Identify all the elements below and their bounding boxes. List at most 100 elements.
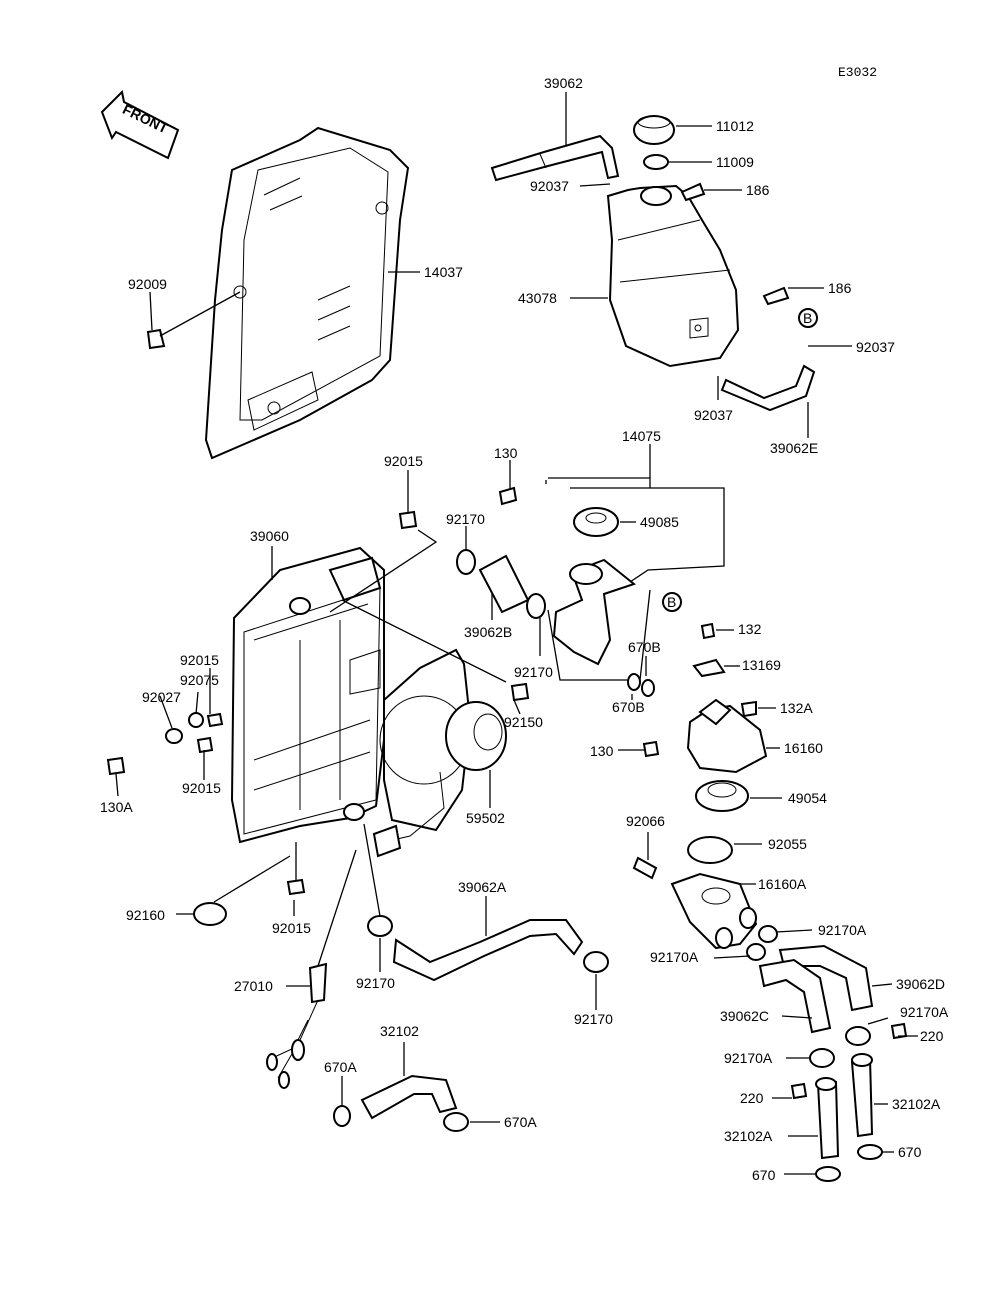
part-label-39062: 39062: [544, 75, 583, 91]
part-label-130: 130: [590, 743, 614, 759]
callout-b-mid-symbol: B: [667, 594, 676, 610]
part-label-49085: 49085: [640, 514, 679, 530]
pipe-32102a-left: [815, 1077, 840, 1160]
leader-lines: [115, 92, 918, 1175]
oring-670a-left: [333, 1105, 351, 1127]
part-label-92170: 92170: [574, 1011, 613, 1027]
pipe-32102a-right: [850, 1053, 874, 1138]
cooling-fan-motor: [372, 648, 507, 858]
part-label-670a: 670A: [324, 1059, 357, 1075]
part-label-92160: 92160: [126, 907, 165, 923]
clamp-92170-mid: [526, 593, 546, 619]
part-label-220: 220: [740, 1090, 764, 1106]
callout-b-top-symbol: B: [803, 310, 812, 326]
part-label-92170a: 92170A: [818, 922, 867, 938]
radiator-shroud: [204, 126, 410, 460]
part-label-92150: 92150: [504, 714, 543, 730]
filler-cap-49085: [573, 507, 619, 537]
fan-switch-27010: [266, 962, 328, 1089]
oring-670-left: [815, 1166, 841, 1182]
part-label-670a: 670A: [504, 1114, 537, 1130]
clamps-92170a-upper: [746, 925, 778, 961]
pipe-32102: [360, 1074, 458, 1120]
hose-39062: [490, 134, 620, 182]
cap-seal: [643, 154, 669, 170]
thermostat-housing-16160a: [670, 872, 758, 950]
part-label-39062a: 39062A: [458, 879, 507, 895]
callout-b-mid: B: [662, 592, 682, 612]
bracket-13169: [692, 658, 726, 678]
reservoir-cap: [633, 115, 675, 145]
clamp-92170a-lower-left: [809, 1048, 835, 1068]
part-label-32102a: 32102A: [724, 1128, 773, 1144]
oring-670b: [627, 673, 655, 697]
reservoir-tank: [606, 184, 740, 368]
part-label-132a: 132A: [780, 700, 813, 716]
part-label-92015: 92015: [180, 652, 219, 668]
part-label-92075: 92075: [180, 672, 219, 688]
part-label-13169: 13169: [742, 657, 781, 673]
temperature-sensor-92066: [632, 856, 658, 880]
part-label-92015: 92015: [272, 920, 311, 936]
screw-92009: [146, 328, 166, 350]
part-label-92027: 92027: [142, 689, 181, 705]
part-label-130a: 130A: [100, 799, 133, 815]
filler-neck: [552, 558, 637, 666]
bolt-186-side: [762, 286, 790, 306]
oring-92055: [687, 836, 733, 864]
hose-39062c: [758, 958, 832, 1034]
part-label-92037: 92037: [530, 178, 569, 194]
clamp-92170-top: [456, 549, 476, 575]
callout-b-top: B: [798, 308, 818, 328]
part-label-92009: 92009: [128, 276, 167, 292]
part-label-92170a: 92170A: [900, 1004, 949, 1020]
part-label-16160a: 16160A: [758, 876, 807, 892]
front-arrow-icon: FRONT: [100, 89, 180, 160]
part-label-92170: 92170: [514, 664, 553, 680]
part-label-92170: 92170: [356, 975, 395, 991]
hose-39062a: [392, 919, 584, 982]
part-label-14075: 14075: [622, 428, 661, 444]
part-label-92037: 92037: [856, 339, 895, 355]
part-label-670b: 670B: [628, 639, 661, 655]
clamp-92170-left: [367, 915, 393, 937]
part-label-670: 670: [752, 1167, 776, 1183]
radiator-core: [230, 546, 385, 844]
part-label-32102: 32102: [380, 1023, 419, 1039]
part-label-92066: 92066: [626, 813, 665, 829]
clamp-92170-right: [583, 951, 609, 973]
part-label-39062d: 39062D: [896, 976, 945, 992]
part-label-92170a: 92170A: [650, 949, 699, 965]
part-label-132: 132: [738, 621, 762, 637]
part-label-11012: 11012: [716, 118, 754, 134]
part-label-59502: 59502: [466, 810, 505, 826]
part-label-49054: 49054: [788, 790, 827, 806]
fasteners: [106, 486, 908, 1100]
part-label-39060: 39060: [250, 528, 289, 544]
part-label-186: 186: [828, 280, 852, 296]
part-label-16160: 16160: [784, 740, 823, 756]
part-label-186: 186: [746, 182, 770, 198]
bolt-186-top: [680, 182, 706, 202]
part-label-220: 220: [920, 1028, 944, 1044]
diagram-code: E3032: [838, 65, 877, 80]
part-label-92170: 92170: [446, 511, 485, 527]
grommet-92160: [193, 902, 227, 926]
part-label-670: 670: [898, 1144, 922, 1160]
thermostat-cover-16160: [686, 698, 768, 774]
clamp-92170a-lower-right: [845, 1026, 871, 1046]
part-label-92055: 92055: [768, 836, 807, 852]
part-label-11009: 11009: [716, 154, 754, 170]
part-label-92015: 92015: [182, 780, 221, 796]
part-label-130: 130: [494, 445, 518, 461]
part-label-39062b: 39062B: [464, 624, 512, 640]
part-label-32102a: 32102A: [892, 1096, 941, 1112]
part-label-39062c: 39062C: [720, 1008, 769, 1024]
part-label-43078: 43078: [518, 290, 557, 306]
oring-670a-right: [443, 1112, 469, 1132]
part-label-92015: 92015: [384, 453, 423, 469]
part-label-39062e: 39062E: [770, 440, 818, 456]
